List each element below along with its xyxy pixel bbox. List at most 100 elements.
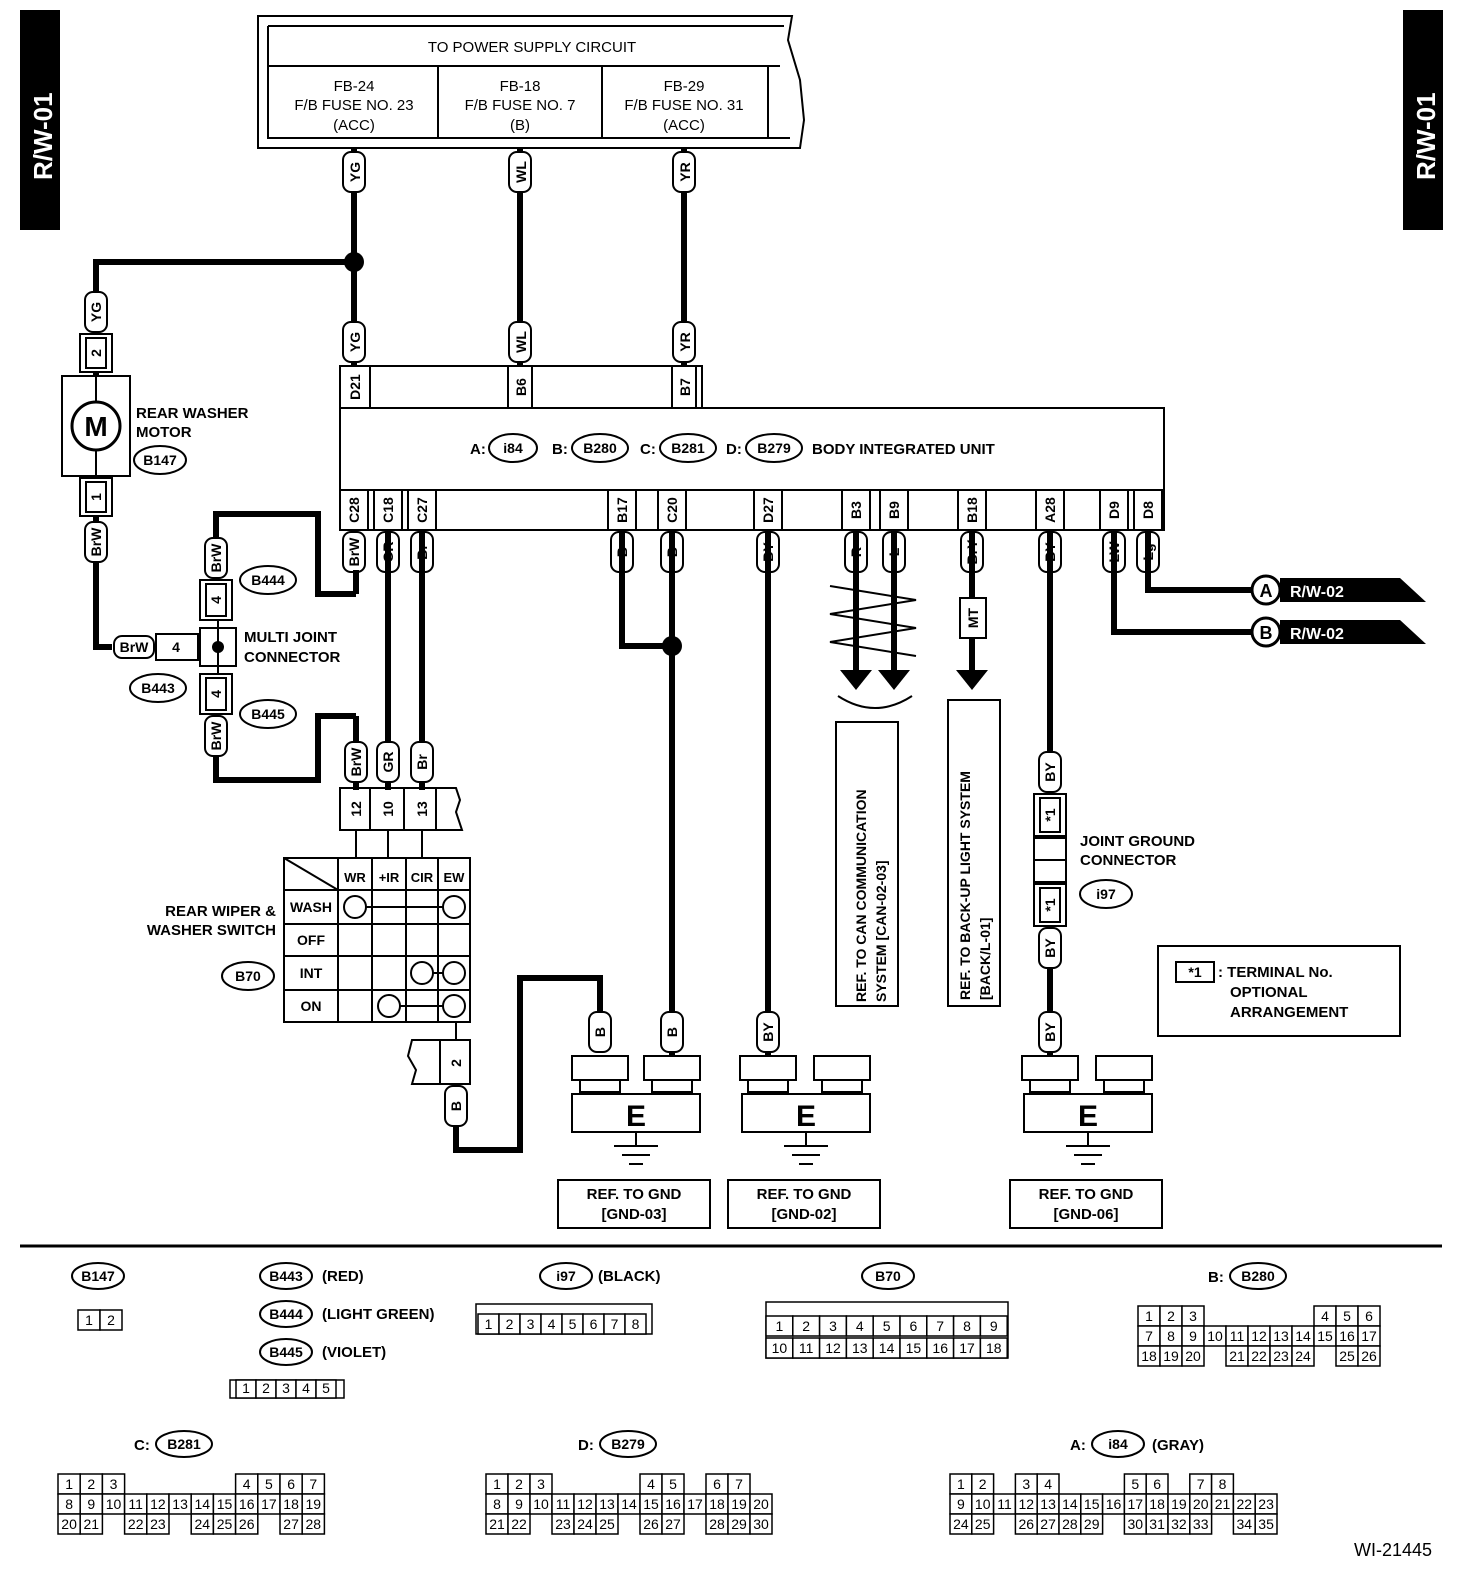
biu-pin-label: D27 — [760, 497, 776, 523]
svg-text:B: B — [448, 1101, 464, 1111]
svg-text:20: 20 — [61, 1516, 77, 1532]
svg-text:7: 7 — [611, 1316, 619, 1332]
svg-text:[GND-06]: [GND-06] — [1053, 1206, 1118, 1223]
switch-row-label: OFF — [297, 932, 325, 948]
offpage-b[interactable]: B R/W-02 — [1250, 616, 1426, 648]
svg-text:C:: C: — [134, 1437, 150, 1454]
svg-text:14: 14 — [879, 1340, 895, 1356]
svg-text:22: 22 — [1251, 1348, 1267, 1364]
svg-text:CONNECTOR: CONNECTOR — [1080, 852, 1177, 869]
svg-text:WL: WL — [513, 161, 529, 183]
fuse-state: (ACC) — [333, 117, 375, 134]
switch-wires: BrW GR Br 12 10 13 — [339, 530, 464, 860]
svg-text:14: 14 — [195, 1496, 211, 1512]
svg-text:7: 7 — [936, 1318, 944, 1334]
svg-text:33: 33 — [1193, 1516, 1209, 1532]
svg-text:CONNECTOR: CONNECTOR — [244, 649, 341, 666]
svg-text:E: E — [796, 1100, 816, 1133]
svg-text:7: 7 — [1145, 1328, 1153, 1344]
svg-text:BrW: BrW — [208, 721, 224, 751]
svg-text:2: 2 — [107, 1312, 115, 1328]
svg-text:(RED): (RED) — [322, 1268, 364, 1285]
switch-contact — [410, 961, 434, 985]
multi-joint-connector: BrW 4 BrW 4 4 BrW B444 B443 B445 MULTI J… — [93, 511, 356, 783]
svg-text:A:: A: — [470, 441, 486, 458]
svg-text:8: 8 — [963, 1318, 971, 1334]
svg-text:20: 20 — [1193, 1496, 1209, 1512]
connector-id: B280 — [1241, 1268, 1275, 1284]
svg-text:6: 6 — [1153, 1476, 1161, 1492]
svg-text:4: 4 — [243, 1476, 251, 1492]
svg-text:23: 23 — [150, 1516, 166, 1532]
switch-contact — [343, 895, 367, 919]
can-arrows: REF. TO CAN COMMUNICATION SYSTEM [CAN-02… — [829, 585, 917, 1007]
svg-text:8: 8 — [493, 1496, 501, 1512]
svg-text:22: 22 — [128, 1516, 144, 1532]
svg-text:15: 15 — [643, 1496, 659, 1512]
switch-row-label: WASH — [290, 899, 332, 915]
svg-text:20: 20 — [753, 1496, 769, 1512]
svg-text:2: 2 — [1167, 1308, 1175, 1324]
svg-text:BY: BY — [1042, 1022, 1058, 1042]
body-integrated-unit: A: i84 B: B280 C: B281 D: B279 BODY INTE… — [339, 407, 1165, 491]
power-wires — [93, 148, 687, 365]
svg-text:27: 27 — [665, 1516, 681, 1532]
offpage-a[interactable]: A R/W-02 — [1250, 574, 1426, 606]
svg-text:19: 19 — [1163, 1348, 1179, 1364]
switch-contact — [377, 994, 401, 1018]
svg-text:22: 22 — [1237, 1496, 1253, 1512]
svg-text:10: 10 — [106, 1496, 122, 1512]
svg-text:27: 27 — [283, 1516, 299, 1532]
svg-text:10: 10 — [380, 801, 396, 817]
svg-text:B: B — [592, 1027, 608, 1037]
svg-text:8: 8 — [632, 1316, 640, 1332]
svg-text:MULTI JOINT: MULTI JOINT — [244, 629, 337, 646]
svg-text:10: 10 — [533, 1496, 549, 1512]
svg-text:6: 6 — [287, 1476, 295, 1492]
svg-text:B:: B: — [1208, 1269, 1224, 1286]
svg-text:B445: B445 — [251, 706, 285, 722]
svg-text:23: 23 — [1258, 1496, 1274, 1512]
svg-text:R/W-01: R/W-01 — [1411, 92, 1441, 180]
biu-pin-label: D9 — [1106, 501, 1122, 519]
svg-text:*1: *1 — [1042, 898, 1058, 911]
svg-text:14: 14 — [621, 1496, 637, 1512]
svg-text:BY: BY — [1042, 938, 1058, 958]
svg-text:(LIGHT GREEN): (LIGHT GREEN) — [322, 1306, 435, 1323]
svg-text:B7: B7 — [677, 378, 693, 396]
connector-id: i84 — [1108, 1436, 1128, 1452]
svg-text:9: 9 — [990, 1318, 998, 1334]
svg-text:24: 24 — [195, 1516, 211, 1532]
switch-contact — [442, 961, 466, 985]
svg-text:5: 5 — [265, 1476, 273, 1492]
svg-text:BY: BY — [760, 1022, 776, 1042]
svg-text:M: M — [84, 411, 107, 442]
svg-text:[GND-03]: [GND-03] — [601, 1206, 666, 1223]
fuse-code: FB-18 — [500, 78, 541, 95]
svg-text:35: 35 — [1258, 1516, 1274, 1532]
svg-text:REF. TO GND: REF. TO GND — [1039, 1186, 1134, 1203]
svg-text:25: 25 — [975, 1516, 991, 1532]
svg-text:B443: B443 — [141, 680, 175, 696]
connector-id: B147 — [81, 1268, 115, 1284]
svg-text:15: 15 — [217, 1496, 233, 1512]
biu-top-pins: D21 B6 B7 — [339, 365, 703, 409]
svg-text:28: 28 — [1062, 1516, 1078, 1532]
svg-text:4: 4 — [1321, 1308, 1329, 1324]
svg-text:BrW: BrW — [348, 747, 364, 777]
svg-text:17: 17 — [1361, 1328, 1377, 1344]
svg-text:17: 17 — [261, 1496, 277, 1512]
svg-text:9: 9 — [515, 1496, 523, 1512]
connector-id: B444 — [269, 1306, 303, 1322]
svg-text:28: 28 — [709, 1516, 725, 1532]
rear-washer-motor: YG 2 M 1 BrW REAR WASHER MOTOR B147 — [61, 291, 249, 640]
svg-text:REF. TO CAN COMMUNICATION: REF. TO CAN COMMUNICATION — [853, 789, 869, 1002]
